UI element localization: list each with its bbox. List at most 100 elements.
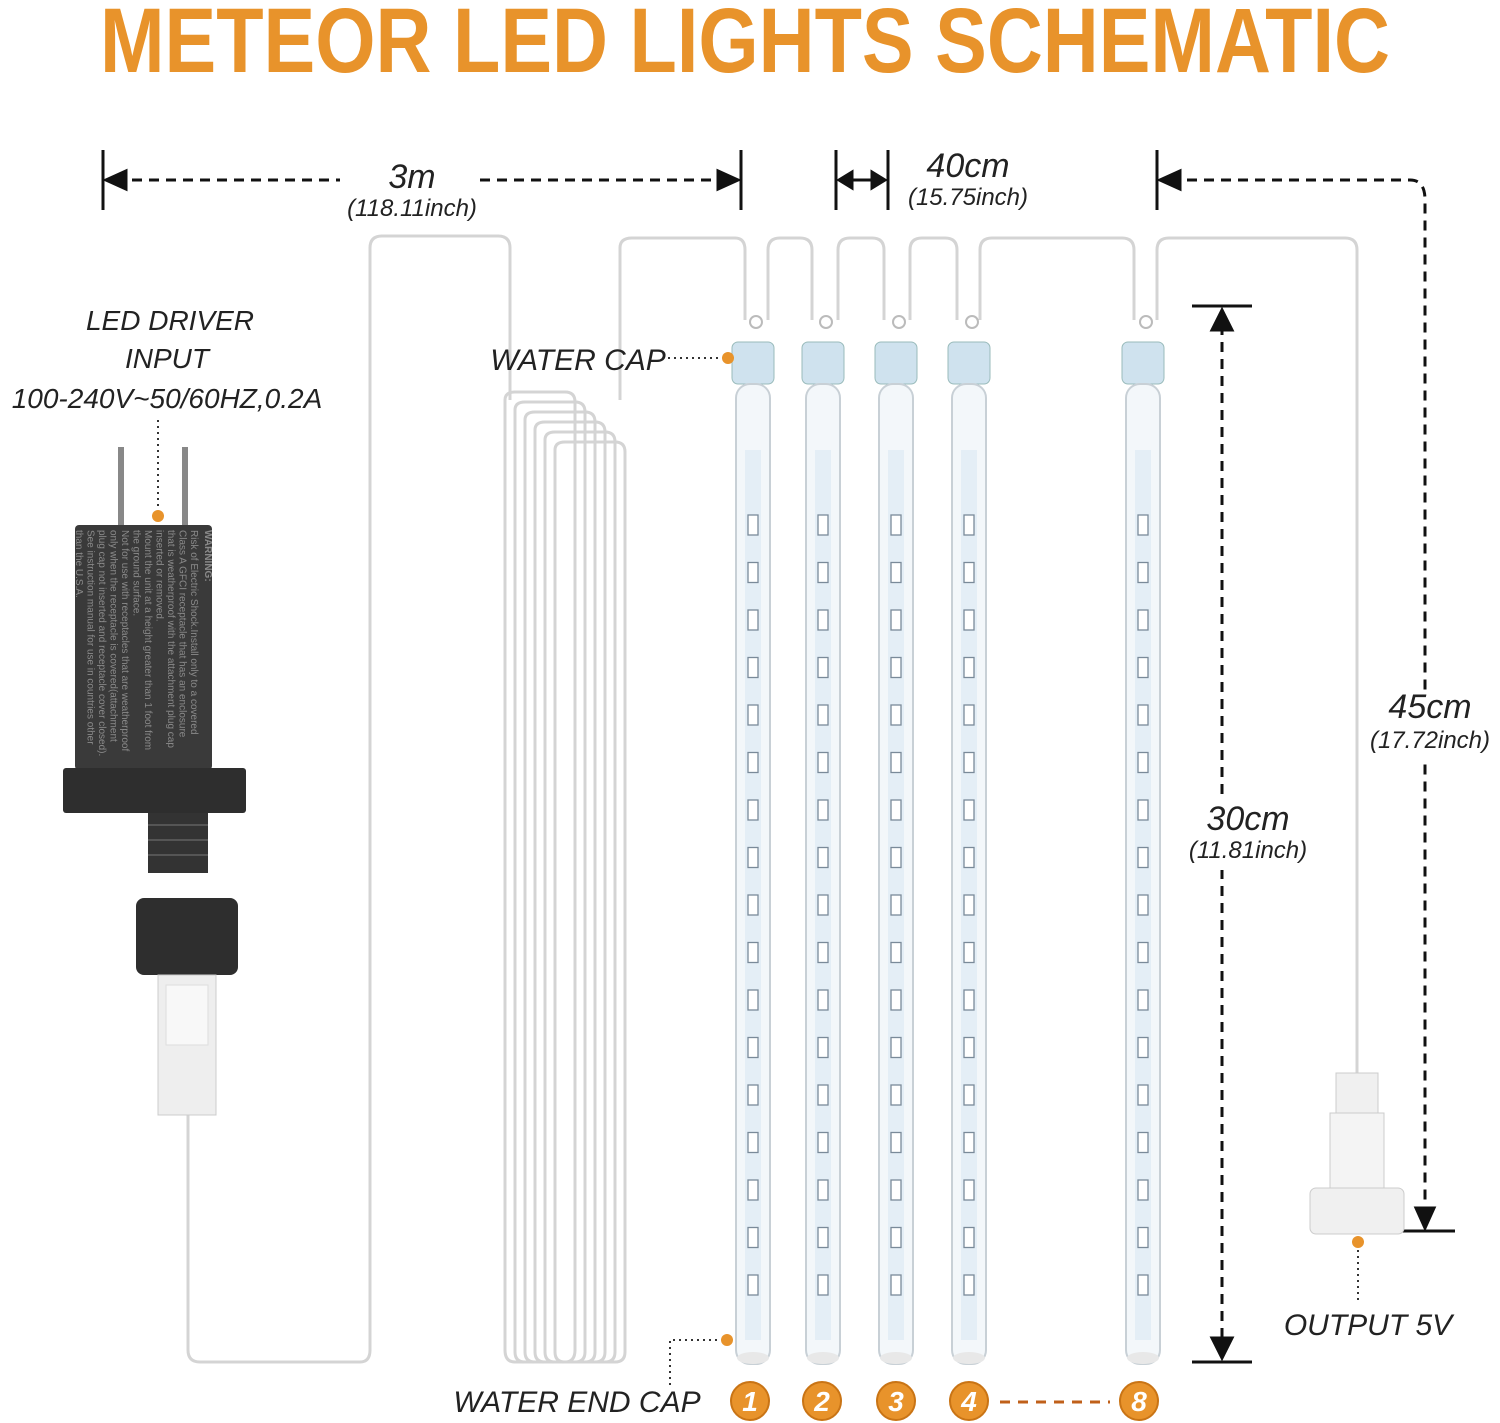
led-chip	[817, 1036, 829, 1059]
led-chip	[963, 1036, 975, 1059]
led-chip	[1137, 989, 1149, 1011]
led-chip	[747, 656, 759, 679]
led-chip	[747, 1084, 759, 1106]
led-chip	[890, 989, 902, 1011]
led-chip	[890, 656, 902, 679]
warning-line: See instruction manual for use in countr…	[85, 530, 96, 745]
led-chip	[963, 894, 975, 916]
led-chip	[890, 894, 902, 916]
driver-input-spec: 100-240V~50/60HZ,0.2A	[12, 383, 323, 414]
led-chip	[963, 751, 975, 774]
led-chip	[747, 846, 759, 869]
led-chip	[963, 846, 975, 869]
led-chip	[890, 799, 902, 821]
led-chip	[890, 514, 902, 536]
led-chip	[817, 846, 829, 869]
water-end-cap	[807, 1352, 839, 1364]
water-end-cap-label: WATER END CAP	[453, 1386, 700, 1419]
led-chip	[1137, 609, 1149, 631]
led-chip	[747, 1226, 759, 1249]
led-chip	[890, 1131, 902, 1154]
led-chip	[1137, 514, 1149, 536]
led-chip	[817, 656, 829, 679]
led-tube	[801, 315, 845, 1365]
led-chip	[963, 1226, 975, 1249]
water-end-cap	[1127, 1352, 1159, 1364]
led-chip	[890, 609, 902, 631]
led-chip	[817, 704, 829, 726]
led-chip	[817, 609, 829, 631]
callout-dot	[1352, 1236, 1364, 1248]
warning-heading: WARNING:	[202, 530, 213, 582]
led-chip	[1137, 1036, 1149, 1059]
warning-line: the ground surface.	[131, 530, 142, 616]
warning-line: than the U.S.A.	[73, 530, 84, 598]
led-chip	[963, 989, 975, 1011]
led-chip	[1137, 1226, 1149, 1249]
led-chip	[747, 704, 759, 726]
led-chip	[1137, 1084, 1149, 1106]
led-chip	[1137, 799, 1149, 821]
led-tube	[947, 315, 991, 1365]
lead-length-dimension	[1155, 150, 1455, 1233]
led-chip	[747, 989, 759, 1011]
water-cap	[801, 341, 845, 385]
water-cap	[947, 341, 991, 385]
led-chip	[817, 1084, 829, 1106]
led-chip	[963, 799, 975, 821]
led-chip	[1137, 1131, 1149, 1154]
water-end-cap	[737, 1352, 769, 1364]
led-chip	[817, 894, 829, 916]
led-chip	[890, 1036, 902, 1059]
water-end-cap	[953, 1352, 985, 1364]
lead-length-inch: (17.72inch)	[1370, 727, 1490, 754]
led-chip	[890, 941, 902, 964]
warning-line: Class A GFCI receptacle that has an encl…	[177, 530, 188, 738]
led-chip	[1137, 561, 1149, 584]
callout-dot	[721, 1334, 733, 1346]
tube-length: 30cm	[1206, 800, 1289, 838]
led-chip	[747, 1274, 759, 1296]
tube-number-badge	[730, 1381, 770, 1421]
tube-number-badge	[1119, 1381, 1159, 1421]
spacing-length: 40cm	[926, 147, 1009, 185]
output-connector	[1309, 1072, 1405, 1235]
led-tube	[874, 315, 918, 1365]
warning-line: Mount the unit at a height greater than …	[142, 530, 153, 750]
cable-length-inch: (118.11inch)	[347, 195, 477, 222]
warning-line: that is weatherproof with the attachment…	[165, 530, 176, 748]
spacing-length-inch: (15.75inch)	[908, 184, 1028, 211]
led-chip	[963, 704, 975, 726]
led-chip	[963, 609, 975, 631]
led-chip	[747, 1036, 759, 1059]
driver-label: LED DRIVER	[86, 305, 254, 336]
warning-line: only when the receptacle is covered(atta…	[108, 530, 119, 742]
led-chip	[890, 1226, 902, 1249]
led-chip	[817, 1131, 829, 1154]
led-chip	[963, 1084, 975, 1106]
callout-dot	[152, 510, 164, 522]
led-chip	[963, 941, 975, 964]
led-chip	[1137, 1274, 1149, 1296]
water-cap-label: WATER CAP	[490, 344, 666, 377]
led-chip	[817, 941, 829, 964]
led-chip	[890, 846, 902, 869]
led-chip	[817, 561, 829, 584]
led-chip	[1137, 1179, 1149, 1201]
led-chip	[1137, 941, 1149, 964]
led-chip	[817, 751, 829, 774]
led-driver-adapter	[63, 447, 246, 1116]
driver-input-label: INPUT	[125, 343, 211, 374]
tube-length-inch: (11.81inch)	[1189, 837, 1307, 864]
led-tubes	[731, 315, 1165, 1365]
tube-number: 2	[813, 1386, 830, 1417]
warning-label: WARNING: Risk of Electric Shock.Install …	[73, 530, 213, 756]
led-chip	[747, 751, 759, 774]
led-chip	[747, 561, 759, 584]
water-cap	[731, 341, 775, 385]
water-cap	[1121, 341, 1165, 385]
led-chip	[817, 1274, 829, 1296]
tube-number: 1	[742, 1386, 758, 1417]
